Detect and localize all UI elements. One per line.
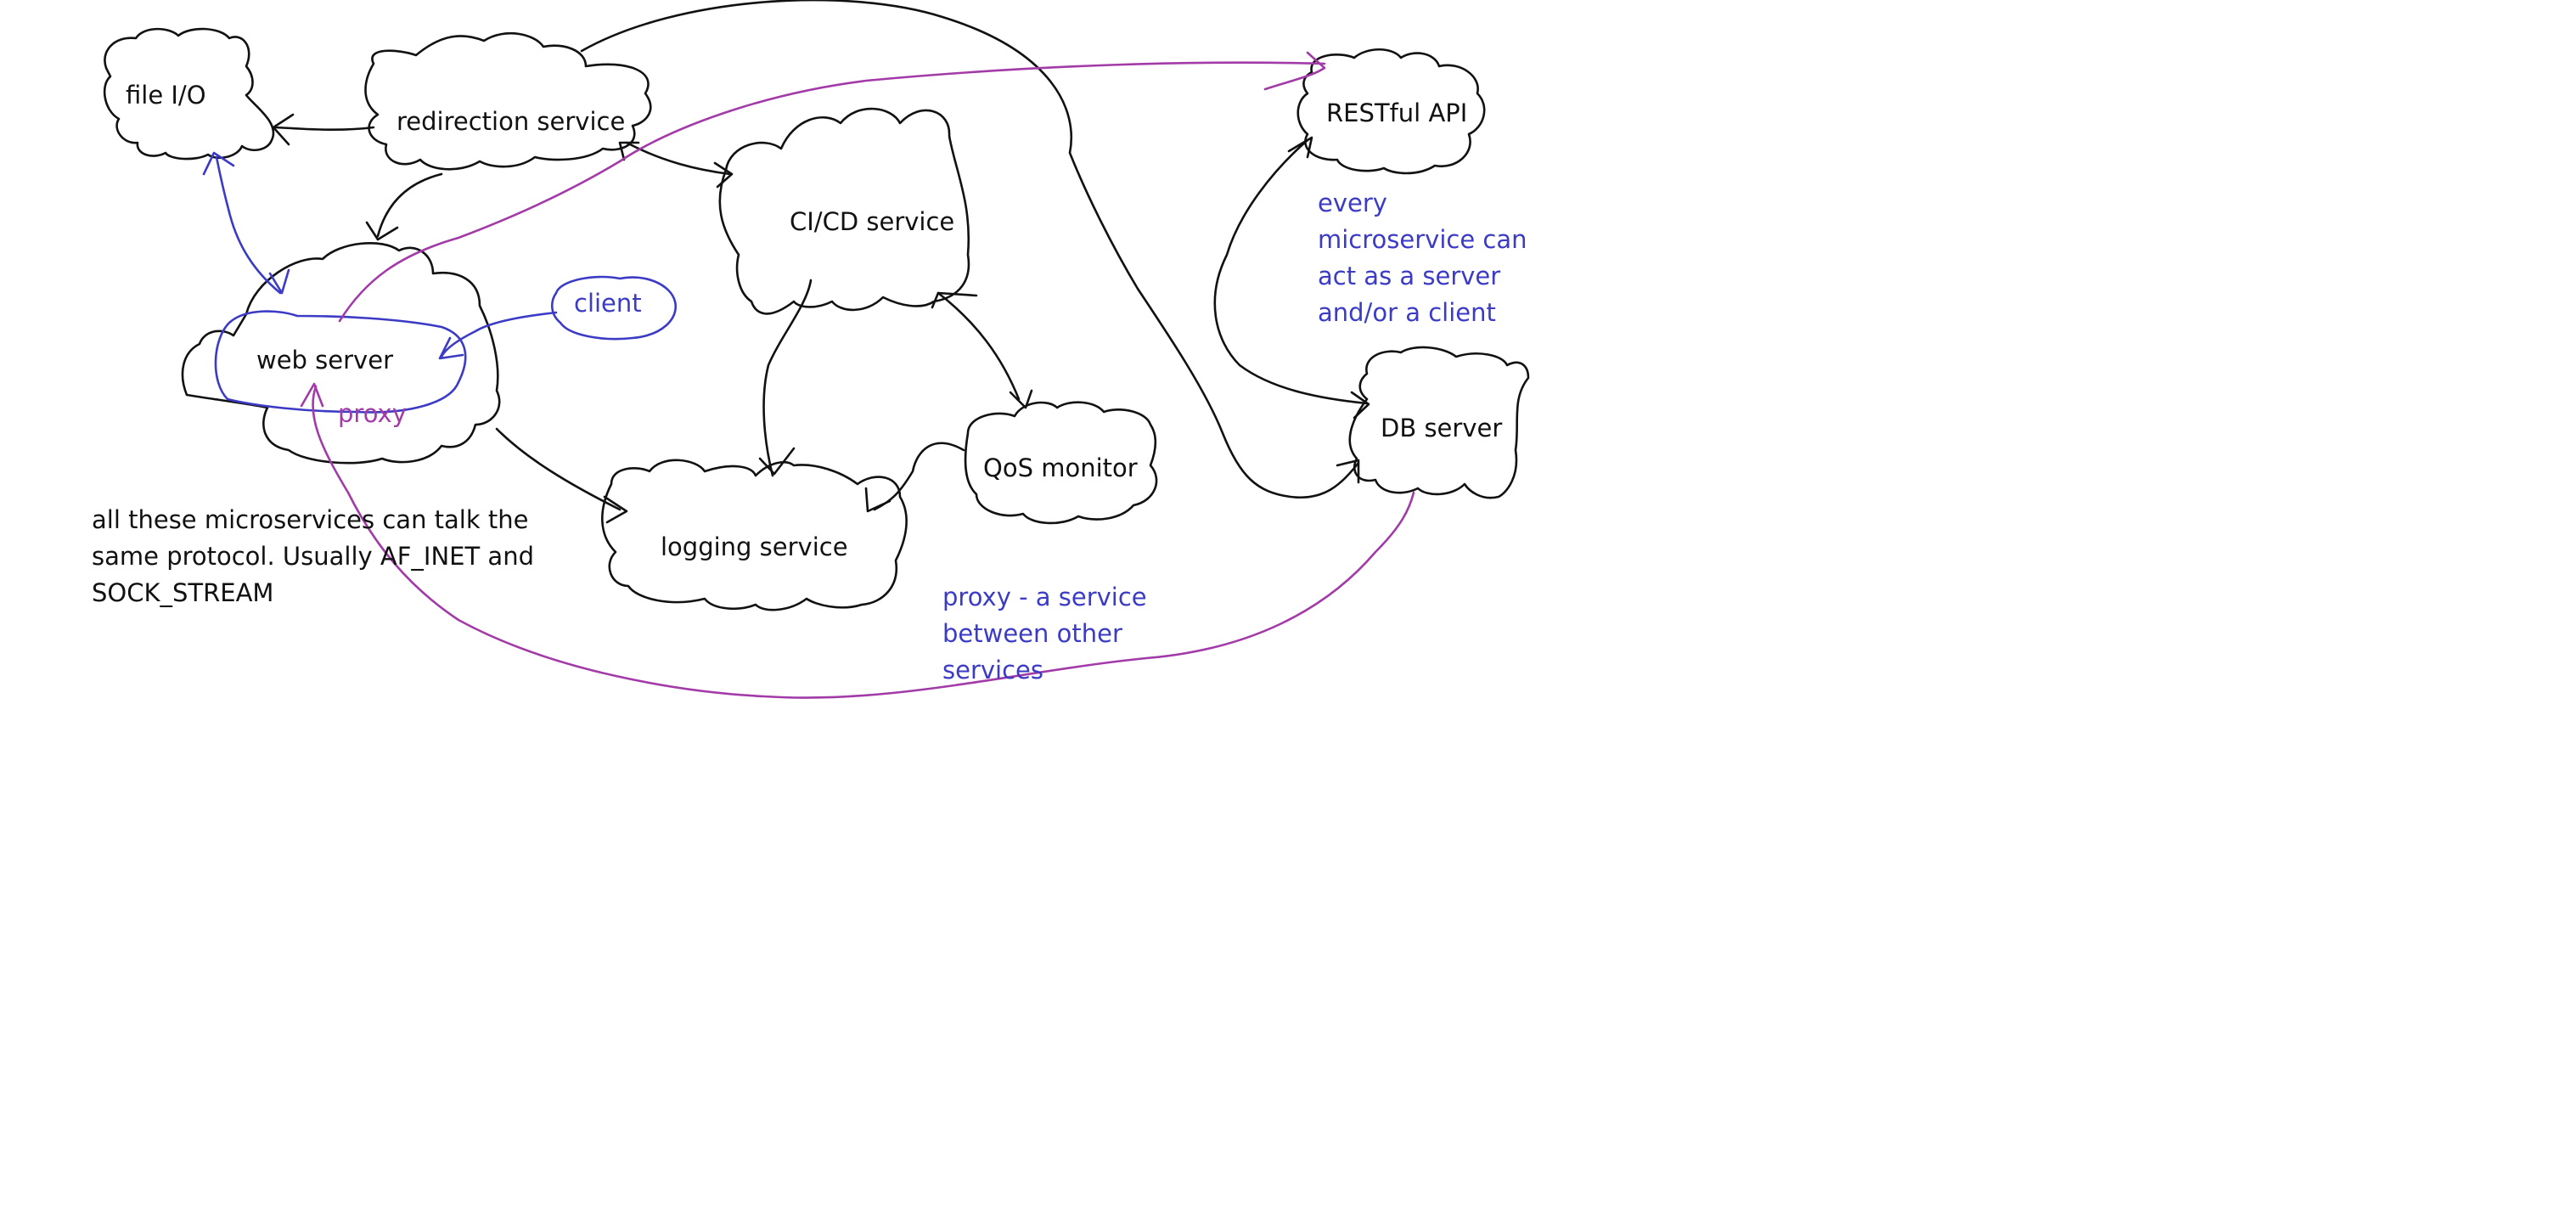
- restful-api-label: RESTful API: [1326, 99, 1467, 127]
- proxy-def-line: proxy - a service: [942, 583, 1147, 611]
- db-server-label: DB server: [1381, 414, 1502, 442]
- connectors-black: [272, 0, 1370, 524]
- protocol-note-line: all these microservices can talk the: [92, 505, 528, 534]
- cloud-file-io: [103, 27, 275, 161]
- cloud-db-server: [1348, 346, 1530, 499]
- redirection-service-label: redirection service: [397, 107, 625, 136]
- every-micro-line: and/or a client: [1318, 298, 1496, 327]
- web-server-label: web server: [256, 346, 393, 375]
- cloud-cicd-service: [718, 107, 970, 315]
- file-io-label: file I/O: [126, 81, 206, 110]
- protocol-note-line: same protocol. Usually AF_INET and: [92, 542, 534, 571]
- protocol-note-line: SOCK_STREAM: [92, 578, 273, 607]
- every-micro-line: act as a server: [1318, 262, 1500, 290]
- proxy-def-line: services: [942, 656, 1043, 684]
- cicd-service-label: CI/CD service: [790, 207, 954, 236]
- cloud-restful-api: [1296, 48, 1486, 175]
- every-microservice-note: every microservice can act as a server a…: [1318, 189, 1527, 327]
- qos-monitor-label: QoS monitor: [983, 453, 1138, 482]
- cloud-redirection-service: [364, 31, 652, 171]
- cloud-logging-service: [601, 459, 908, 611]
- protocol-note: all these microservices can talk the sam…: [92, 505, 534, 607]
- proxy-definition-note: proxy - a service between other services: [942, 583, 1147, 684]
- connectors-blue: [202, 151, 678, 414]
- connectors-purple: [300, 51, 1415, 699]
- proxy-def-line: between other: [942, 619, 1122, 648]
- every-micro-line: microservice can: [1318, 225, 1527, 254]
- client-blob: [551, 275, 678, 341]
- cloud-qos-monitor: [964, 401, 1158, 525]
- proxy-label: proxy: [338, 399, 407, 428]
- cloud-web-server: [181, 242, 501, 465]
- client-label: client: [574, 289, 642, 318]
- logging-service-label: logging service: [661, 532, 848, 561]
- every-micro-line: every: [1318, 189, 1387, 217]
